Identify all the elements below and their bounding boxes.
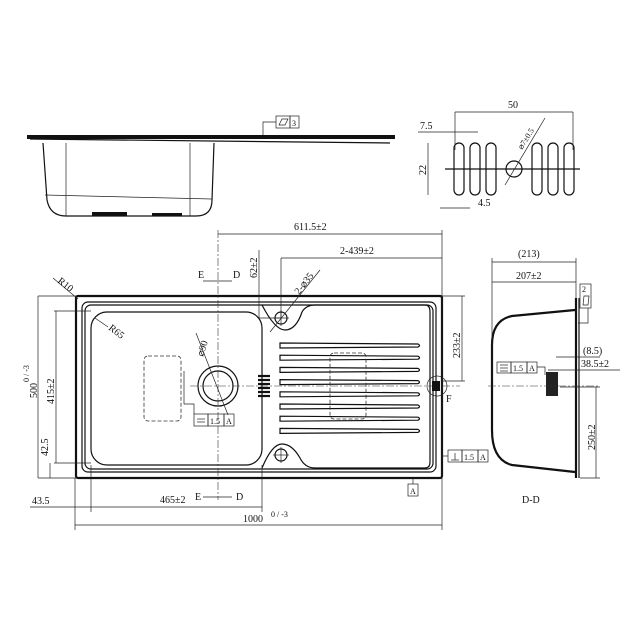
groove [279,403,421,410]
hole-spacing-dim: 2-439±2 [340,246,374,257]
depth-dim: 207±2 [516,271,542,282]
detail-f-label: F [446,394,452,405]
flange-dim: (8.5) [583,346,602,357]
width-dim: 500 [29,383,40,398]
drainer [261,304,431,469]
slot-height-label: 22 [418,165,429,175]
corner-radius-label: R10 [55,276,75,295]
symmetry-callout: 1.5 A [496,361,546,375]
section-marker-d-bottom: D [236,492,243,503]
slot [547,142,559,196]
slot [563,142,575,196]
bowl-offset-y-dim: 42.5 [40,439,51,457]
section-flatness-value: 2 [582,285,586,294]
perp-datum: A [480,453,486,462]
overflow-slots [258,374,270,398]
width-tolerance: 0 / -3 [22,365,31,382]
drain-dia-label: ⌀90 [195,339,210,358]
section-marker-d: D [233,270,240,281]
groove [279,391,421,398]
hole-offset-dim: 62±2 [249,258,260,279]
slot-gap-label: 4.5 [478,198,491,209]
parallelism-callout: 1.5 A [183,371,235,427]
sym-value: 1.5 [513,364,523,373]
slot [453,142,465,196]
bowl-length-dim: 465±2 [160,495,186,506]
slot [485,142,497,196]
detail-f-circle [426,375,448,397]
overall-length-dim: 611.5±2 [294,222,327,233]
slot [531,142,543,196]
datum-a-label: A [410,487,416,496]
slot [469,142,481,196]
flatness-value: 3 [292,119,296,128]
overall-depth-dim: (213) [518,249,540,260]
slot-width-label: 50 [508,100,518,111]
perpendicularity-callout: 1.5 A [442,449,489,463]
slot-hole-label: ⌀7±0.5 [516,127,536,151]
groove [279,378,421,386]
groove [279,342,421,349]
groove [279,427,421,435]
drainer-grooves [279,342,421,435]
groove [279,354,421,361]
datum-a: A [407,478,419,497]
bowl-radius-label: R65 [106,323,126,342]
hole-dia-label: 2-⌀35 [293,271,317,297]
drainer-dim: 233±2 [452,333,463,359]
sym-datum: A [529,364,535,373]
parallel-value: 1.5 [210,417,220,426]
perp-value: 1.5 [464,453,474,462]
bowl-offset-x-dim: 43.5 [32,496,50,507]
slot-pitch-label: 7.5 [420,121,433,132]
flange [27,135,395,139]
drain-offset-dim: 38.5±2 [581,359,609,370]
section-marker-e-bottom: E [195,492,201,503]
plan-view: 611.5±2 2-439±2 62±2 2-⌀35 E D E D R10 R… [22,222,489,530]
slot-detail: 50 7.5 22 4.5 ⌀7±0.5 [418,100,580,209]
groove [279,415,421,422]
length-dim: 1000 [243,514,263,525]
flatness-callout: 3 [262,115,300,135]
bowl-width-dim: 415±2 [46,379,57,405]
section-title: D-D [522,495,540,506]
side-view: 3 [27,115,395,217]
section-view: (213) 207±2 2 (8.5) 38.5±2 1.5 A 250±2 D… [488,249,620,506]
parallel-datum: A [226,417,232,426]
section-marker-e: E [198,270,204,281]
drain-height-dim: 250±2 [587,425,598,451]
groove [279,366,421,374]
section-flatness-callout: 2 [578,283,592,324]
basket-outline [143,355,182,422]
length-tolerance: 0 / -3 [271,510,288,519]
